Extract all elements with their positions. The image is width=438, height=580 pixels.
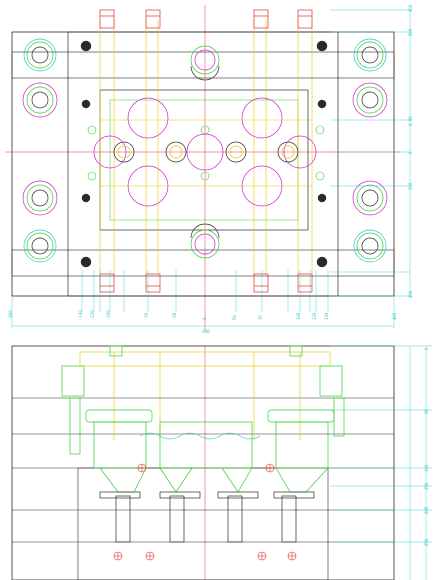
sprue-top xyxy=(190,45,220,81)
dim-bottom-5: -70 xyxy=(144,312,149,320)
top-right-extensions xyxy=(330,9,411,297)
right-dimension-labels: 400 200 0.00 0 200 400 xyxy=(408,4,413,298)
dim-overall-width: -400 xyxy=(200,329,210,334)
section-plates xyxy=(12,397,394,580)
dim-right-2: 200 xyxy=(408,28,413,36)
dim-bottom-7: 0 xyxy=(202,317,207,320)
dim-bottom-4: -100 xyxy=(106,310,111,320)
cooling-fittings-top xyxy=(99,9,313,29)
dim-bottom-11: 120 xyxy=(312,312,317,320)
guide-holes-right xyxy=(352,38,388,263)
bottom-dimension-labels: -400 -130 -120 -100 -70 -50 0 50 70 100 … xyxy=(8,310,397,334)
dim-right-3: 0.00 xyxy=(408,116,413,126)
dim-bottom-1: -400 xyxy=(8,310,13,320)
top-cavity-block xyxy=(99,89,309,231)
dim-bottom-12: 130 xyxy=(324,312,329,320)
section-gate-circles xyxy=(137,463,275,473)
dim-bottom-6: -50 xyxy=(172,312,177,320)
top-outer-plate xyxy=(11,31,395,297)
screw-holes xyxy=(80,40,328,268)
top-view: 400 200 0.00 0 200 400 -400 -130 -120 -1… xyxy=(5,4,413,334)
section-part-outline xyxy=(139,432,261,440)
dim-bottom-2: -130 xyxy=(78,310,83,320)
section-bottom-markers xyxy=(113,551,297,561)
section-dim-6: 250 xyxy=(424,538,429,546)
section-dim-1: 0 xyxy=(424,347,429,350)
dim-bottom-13: 400 xyxy=(392,312,397,320)
cavities-magenta xyxy=(93,97,317,207)
dim-right-6: 400 xyxy=(408,290,413,298)
top-inner-plate xyxy=(67,31,339,297)
dim-bottom-9: 70 xyxy=(258,315,263,320)
section-right-extensions xyxy=(330,345,432,580)
dim-bottom-10: 100 xyxy=(296,312,301,320)
top-clamp-slot-bottom xyxy=(11,249,395,277)
nozzles xyxy=(113,141,299,163)
guide-holes-left xyxy=(22,38,58,263)
runner-channels xyxy=(99,20,313,275)
section-dim-4: 150 xyxy=(424,482,429,490)
section-outer-frame xyxy=(11,345,395,580)
dim-right-5: 200 xyxy=(408,182,413,190)
top-clamp-slot-top xyxy=(11,51,395,79)
cooling-fittings-bottom xyxy=(99,273,313,293)
section-green-inserts xyxy=(61,345,345,493)
small-holes xyxy=(87,125,325,181)
sprue-bottom xyxy=(190,223,220,259)
section-dimension-labels: 0 50 100 150 200 250 xyxy=(424,347,429,546)
dim-bottom-3: -120 xyxy=(90,310,95,320)
top-cavity-inner xyxy=(109,99,299,221)
section-manifold xyxy=(79,351,331,440)
dim-right-1: 400 xyxy=(408,4,413,12)
section-dim-3: 100 xyxy=(424,464,429,472)
dim-right-4: 0 xyxy=(408,151,413,154)
section-ejector-pins xyxy=(99,491,315,543)
dim-bottom-8: 50 xyxy=(232,315,237,320)
section-dim-2: 50 xyxy=(424,409,429,414)
section-dim-5: 200 xyxy=(424,506,429,514)
section-view: 0 50 100 150 200 250 xyxy=(11,345,432,580)
top-extension-lines xyxy=(11,270,395,328)
